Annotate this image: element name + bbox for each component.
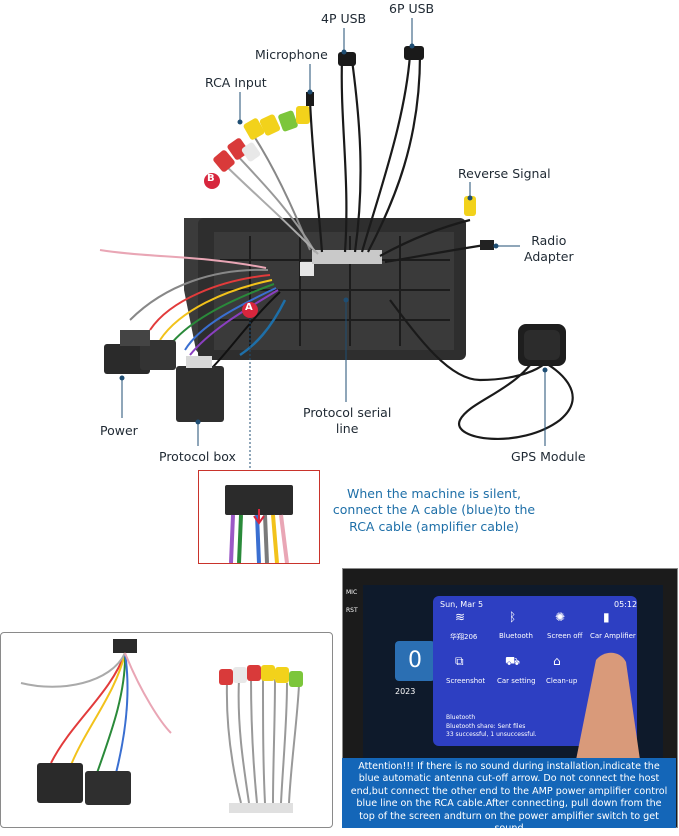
car-setting-icon[interactable]: ⛟ [505,654,521,668]
brightness-icon[interactable]: ✺ [555,610,566,624]
marker-a [242,302,258,318]
notification-title: Bluetooth [446,714,476,721]
marker-a-label: A [245,302,253,313]
gps-module [518,324,566,366]
radio-adapter-plug [480,240,494,250]
tile-bluetooth-label: Bluetooth [499,632,533,640]
tile-cleanup-label: Clean-up [546,677,578,685]
usb-4p-plug [338,52,356,66]
side-label-mic: MIC [346,589,358,596]
protocol-box [176,356,224,422]
tile-car-amplifier-label: Car Amplifier [590,632,636,640]
harness-photo-panel [0,632,333,828]
wifi-icon[interactable]: ≋ [455,610,466,624]
label-protocol-box: Protocol box [159,449,236,464]
label-gps-module: GPS Module [511,449,586,464]
notification-line-1: Bluetooth share: Sent files [446,723,526,730]
label-protocol-serial-line: Protocol serial line [303,405,392,436]
head-unit-back [184,218,466,360]
notification-line-2: 33 successful, 1 unsuccessful. [446,731,537,738]
label-rca-input: RCA Input [205,75,267,90]
label-power: Power [100,423,138,438]
silent-machine-note: When the machine is silent, connect the … [332,486,536,534]
tile-car-setting-label: Car setting [497,677,536,685]
amplifier-icon[interactable]: ▮ [603,610,610,624]
tile-screen-off-label: Screen off [547,632,583,640]
harness-wires [99,249,287,371]
label-6p-usb: 6P USB [389,1,435,16]
power-connector [104,330,176,374]
reverse-signal-plug [464,196,476,216]
harness-photo-art [20,639,303,813]
label-4p-usb: 4P USB [321,11,367,26]
marker-b-label: B [207,173,215,184]
usb-6p-plug [404,46,424,60]
side-label-rst: RST [346,607,358,614]
microphone-plug [306,92,314,106]
cleanup-icon[interactable]: ⌂ [553,654,561,668]
clock-digit: 0 [395,641,435,681]
screenshot-icon[interactable]: ⧉ [455,654,464,668]
year-text: 2023 [395,687,416,696]
attention-banner: Attention!!! If there is no sound during… [342,758,676,834]
label-reverse-signal: Reverse Signal [458,166,551,181]
connector-closeup-art [225,485,293,563]
label-radio-adapter: Radio Adapter [524,233,574,264]
tile-wifi-label: 华翔206 [450,633,478,641]
label-microphone: Microphone [255,47,328,62]
connector-closeup [198,470,320,564]
leader-lines [121,18,546,470]
rca-plugs [213,106,319,255]
tile-screenshot-label: Screenshot [446,677,486,685]
time-text: 05:12 [614,600,638,609]
marker-b [204,173,220,189]
date-text: Sun, Mar 5 [440,600,484,609]
bluetooth-icon[interactable]: ᛒ [509,610,517,624]
